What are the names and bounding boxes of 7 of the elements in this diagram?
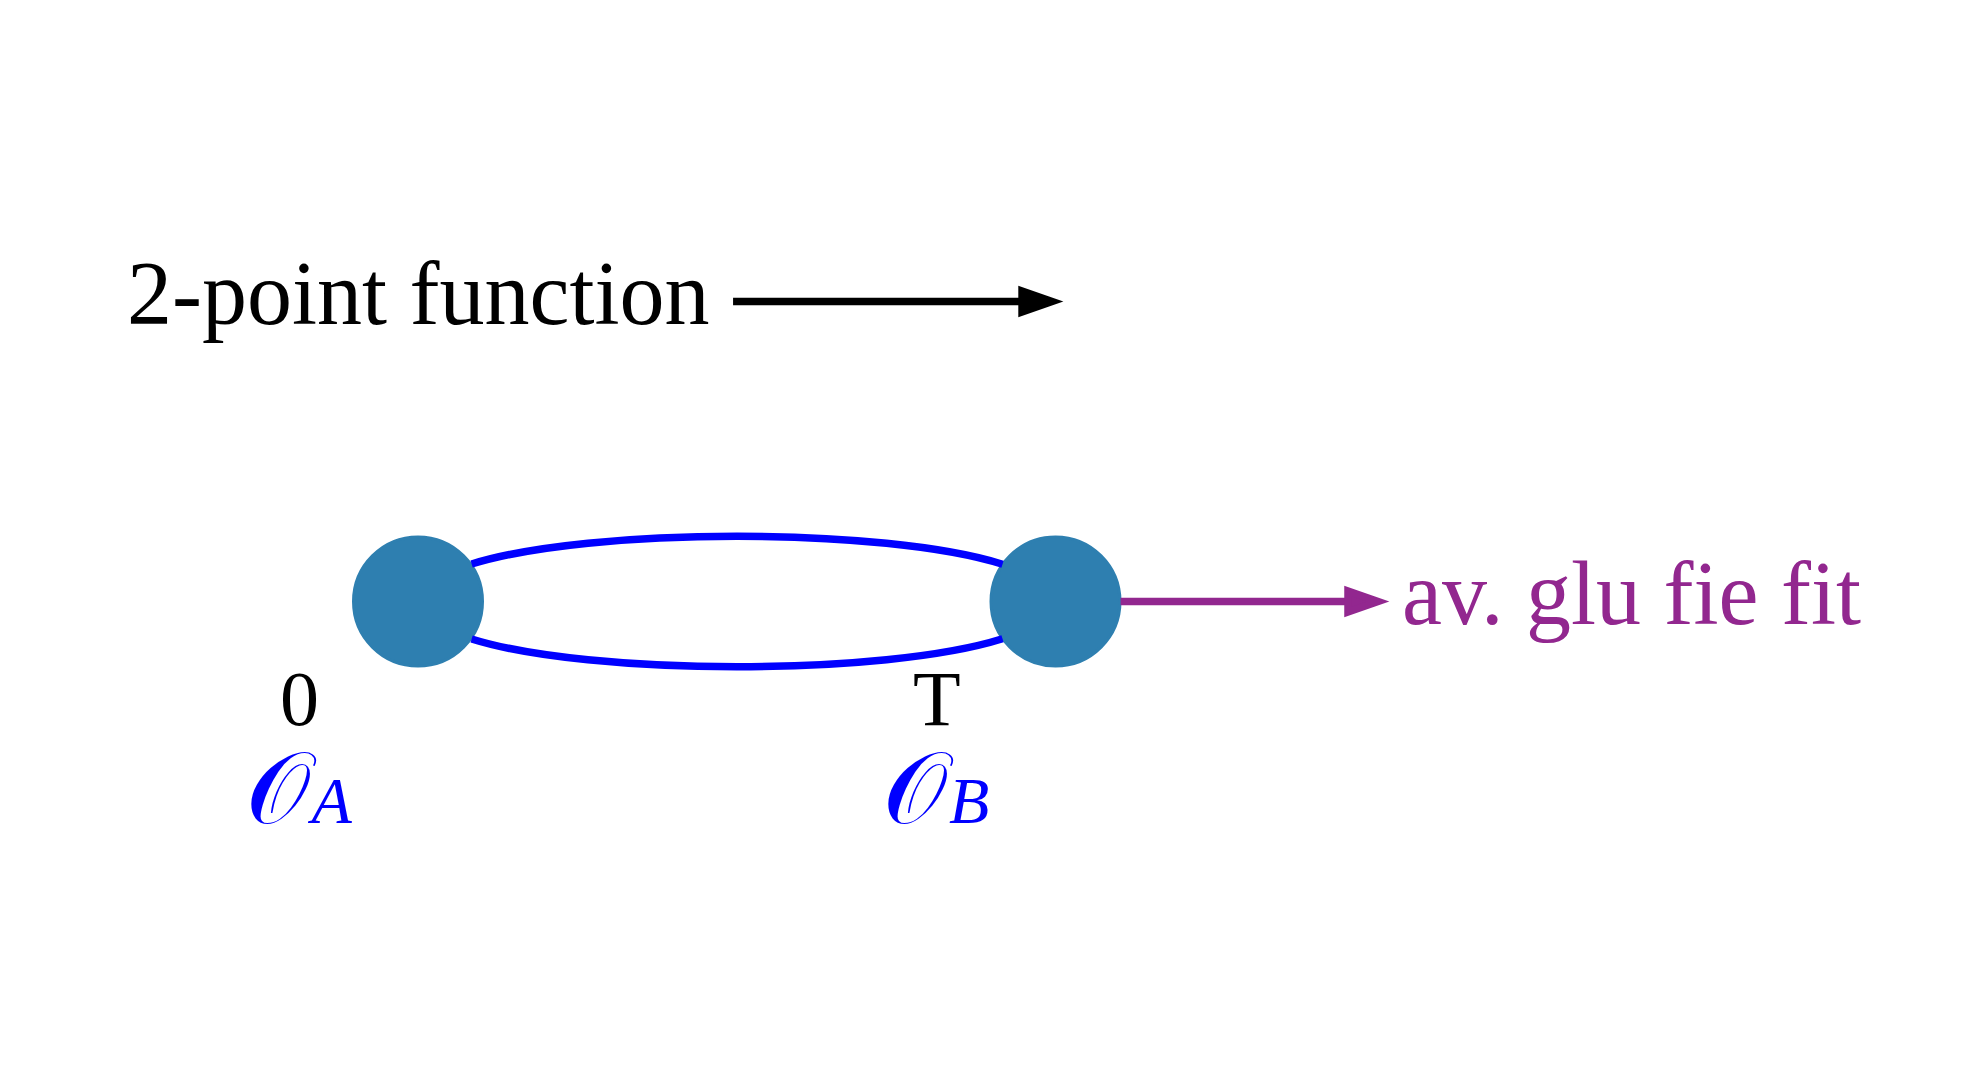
connector xyxy=(470,635,1004,671)
node-circle xyxy=(989,535,1122,668)
connector xyxy=(470,532,1004,568)
arrow xyxy=(1120,585,1390,618)
node-text: av. glu fie fit xyxy=(1402,544,1862,643)
node-circle xyxy=(352,535,484,668)
node-text: 2-point function xyxy=(127,244,710,343)
